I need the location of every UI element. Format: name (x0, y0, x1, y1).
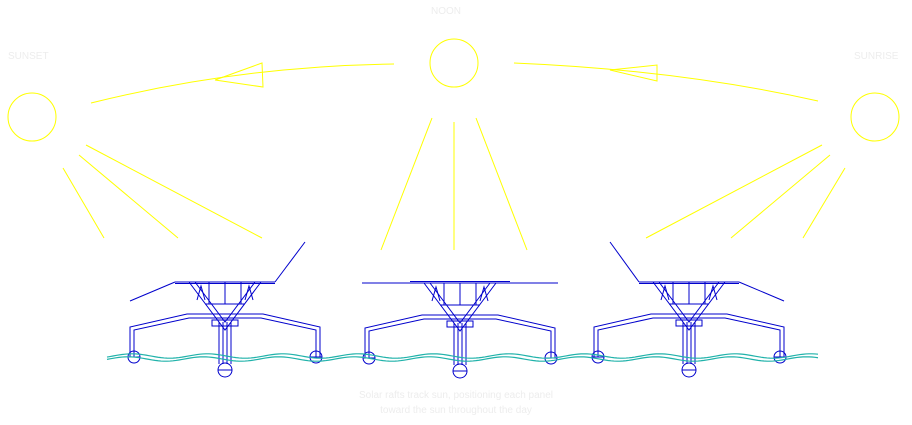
sun-ray (475, 117, 528, 251)
raft-icon (362, 282, 558, 379)
sun-icon (429, 38, 479, 88)
arrow-icon (214, 62, 264, 88)
raft-left (127, 241, 323, 378)
label-sunrise: SUNRISE (854, 51, 899, 62)
caption-line-2: toward the sun throughout the day (380, 405, 532, 416)
wave-icon (106, 353, 819, 359)
sun-left (7, 92, 263, 239)
solar-panel (129, 241, 306, 302)
label-sunset: SUNSET (8, 51, 49, 62)
caption-line-1: Solar rafts track sun, positioning each … (359, 390, 553, 401)
solar-panel (362, 281, 558, 284)
sun-center (380, 38, 528, 251)
raft-icon (591, 281, 787, 378)
sun-right (645, 92, 900, 239)
sun-icon (850, 92, 900, 142)
raft-icon (127, 281, 323, 378)
label-noon: NOON (431, 6, 461, 17)
solar-panel (609, 241, 785, 302)
sun-ray (85, 144, 263, 239)
sun-ray (645, 144, 823, 239)
water (106, 353, 819, 362)
sun-ray (62, 167, 105, 239)
raft-right (591, 241, 787, 378)
sun-ray (78, 154, 179, 239)
sun-path (90, 62, 819, 104)
sun-path-left (90, 63, 395, 104)
sun-ray (380, 117, 433, 251)
wave-icon (106, 356, 819, 362)
sun-icon (7, 92, 57, 142)
sun-path-right (513, 62, 819, 102)
sun-ray (730, 154, 831, 239)
arrow-icon (609, 64, 658, 82)
raft-center (362, 281, 558, 379)
sun-ray (802, 167, 846, 239)
